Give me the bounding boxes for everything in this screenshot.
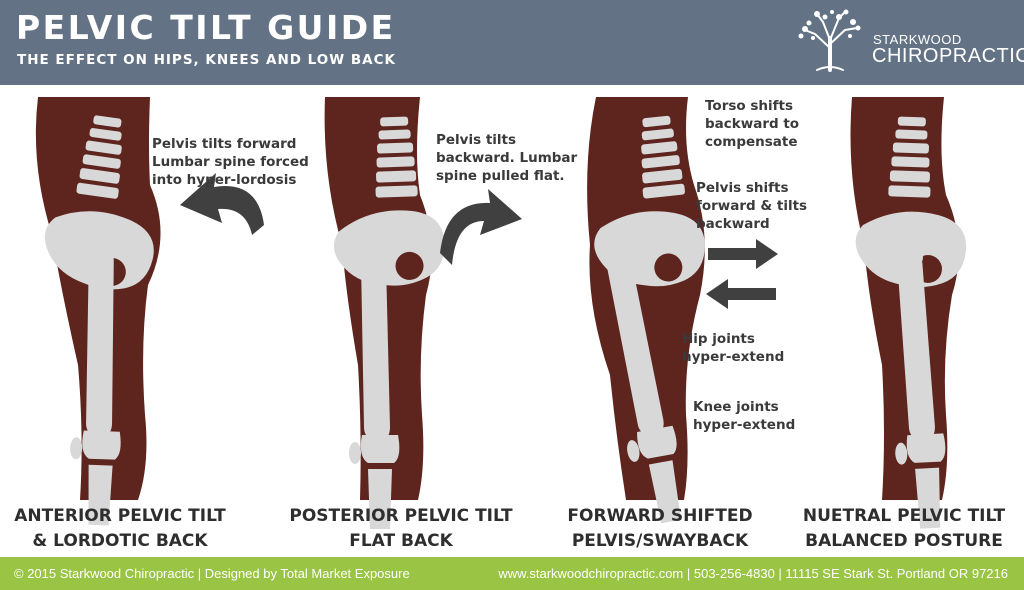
caption-posterior-tilt: POSTERIOR PELVIC TILT FLAT BACK xyxy=(281,504,521,554)
page-title: PELVIC TILT GUIDE xyxy=(16,8,396,47)
anterior-tilt-figure xyxy=(35,97,264,526)
caption-line: BALANCED POSTURE xyxy=(805,531,1003,551)
footer-bar: © 2015 Starkwood Chiropractic | Designed… xyxy=(0,557,1024,590)
posture-illustrations xyxy=(35,97,967,530)
caption-neutral-tilt: NUETRAL PELVIC TILT BALANCED POSTURE xyxy=(784,504,1024,554)
caption-line: NUETRAL PELVIC TILT xyxy=(802,506,1006,526)
posture-figure: Pelvis tilts forward Lumbar spine forced… xyxy=(0,85,1024,551)
logo-text-starkwood: STARKWOOD xyxy=(873,32,962,47)
tree-icon xyxy=(798,9,861,72)
caption-line: FORWARD SHIFTED xyxy=(567,506,753,526)
bidirectional-arrows-icon xyxy=(706,239,778,309)
caption-line: POSTERIOR PELVIC TILT xyxy=(289,506,513,526)
curved-arrow-clockwise-icon xyxy=(440,189,522,265)
caption-swayback: FORWARD SHIFTED PELVIS/SWAYBACK xyxy=(540,504,780,554)
note-hip-joints: Hip joints hyper-extend xyxy=(682,331,785,365)
caption-line: & LORDOTIC BACK xyxy=(32,531,208,551)
page-subtitle: THE EFFECT ON HIPS, KNEES AND LOW BACK xyxy=(17,52,396,68)
logo-text-chiropractic: CHIROPRACTIC xyxy=(872,45,1024,67)
footer-copyright: © 2015 Starkwood Chiropractic | Designed… xyxy=(14,566,410,581)
caption-line: FLAT BACK xyxy=(349,531,453,551)
posterior-tilt-figure xyxy=(324,97,522,529)
header-banner: PELVIC TILT GUIDE THE EFFECT ON HIPS, KN… xyxy=(0,0,1024,85)
caption-line: PELVIS/SWAYBACK xyxy=(571,531,749,551)
note-knee-joints: Knee joints hyper-extend xyxy=(693,399,796,433)
logo[interactable]: STARKWOOD CHIROPRACTIC xyxy=(795,8,1024,76)
note-torso-shift: Torso shifts backward to compensate xyxy=(705,98,800,150)
curved-arrow-counterclockwise-icon xyxy=(180,173,264,235)
note-anterior-pelvis: Pelvis tilts forward Lumbar spine forced… xyxy=(152,136,309,188)
note-pelvis-shift: Pelvis shifts forward & tilts backward xyxy=(696,180,808,232)
caption-line: ANTERIOR PELVIC TILT xyxy=(14,506,226,526)
swayback-figure xyxy=(587,97,778,527)
footer-contact[interactable]: www.starkwoodchiropractic.com | 503-256-… xyxy=(498,566,1008,581)
caption-anterior-tilt: ANTERIOR PELVIC TILT & LORDOTIC BACK xyxy=(0,504,240,554)
note-posterior-pelvis: Pelvis tilts backward. Lumbar spine pull… xyxy=(436,132,578,184)
neutral-tilt-figure xyxy=(850,97,967,530)
